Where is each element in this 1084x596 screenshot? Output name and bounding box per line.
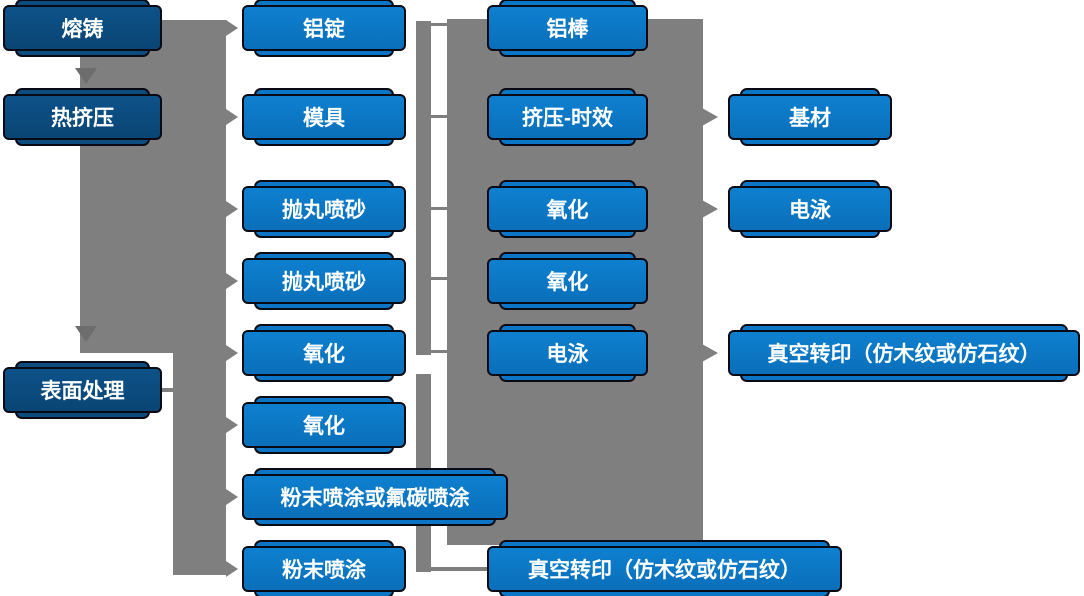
node-electrophoresis-2: 电泳 [728, 186, 892, 232]
arrow-right-icon [702, 344, 718, 362]
node-aluminum-rod: 铝棒 [487, 5, 648, 51]
node-electrophoresis-1: 电泳 [487, 330, 648, 376]
arrow-down-icon [75, 68, 97, 84]
node-oxidation-2: 氧化 [242, 402, 406, 448]
arrow-right-icon [226, 417, 238, 433]
arrow-right-icon [226, 109, 238, 125]
arrow-right-icon [226, 273, 238, 289]
arrow-right-icon [226, 561, 238, 577]
node-shot-blasting-2: 抛丸喷砂 [242, 258, 406, 304]
node-extrusion-aging: 挤压-时效 [487, 94, 648, 140]
connector-bottom-stub [431, 567, 487, 571]
node-hot-extrusion: 热挤压 [3, 94, 162, 140]
node-aluminum-ingot: 铝锭 [242, 5, 406, 51]
node-powder-or-fluorocarbon-coating: 粉末喷涂或氟碳喷涂 [242, 474, 508, 520]
connector-mid-bar-upper [416, 21, 431, 355]
connector-stub-1 [431, 23, 447, 26]
connector-right-band [173, 20, 226, 575]
arrow-right-icon [226, 489, 238, 505]
connector-surface-stub [162, 388, 173, 392]
arrow-right-icon [226, 20, 238, 36]
node-shot-blasting-1: 抛丸喷砂 [242, 186, 406, 232]
connector-stub-4 [431, 277, 447, 280]
node-vacuum-transfer-print-bottom: 真空转印（仿木纹或仿石纹） [487, 546, 842, 592]
arrow-right-icon [702, 200, 718, 218]
arrow-right-icon [226, 201, 238, 217]
node-oxidation-1: 氧化 [242, 330, 406, 376]
node-powder-coating: 粉末喷涂 [242, 546, 406, 592]
node-melting-casting: 熔铸 [3, 5, 162, 51]
connector-stub-3 [431, 207, 447, 210]
arrow-right-icon [226, 345, 238, 361]
arrow-right-icon [702, 108, 718, 126]
node-oxidation-4: 氧化 [487, 258, 648, 304]
connector-stub-5 [431, 350, 447, 353]
node-oxidation-3: 氧化 [487, 186, 648, 232]
node-substrate: 基材 [728, 94, 892, 140]
connector-stub-2 [431, 115, 447, 118]
node-surface-treatment: 表面处理 [3, 367, 162, 413]
arrow-down-icon [75, 326, 97, 342]
node-mold: 模具 [242, 94, 406, 140]
node-vacuum-transfer-print-right: 真空转印（仿木纹或仿石纹） [728, 330, 1080, 376]
